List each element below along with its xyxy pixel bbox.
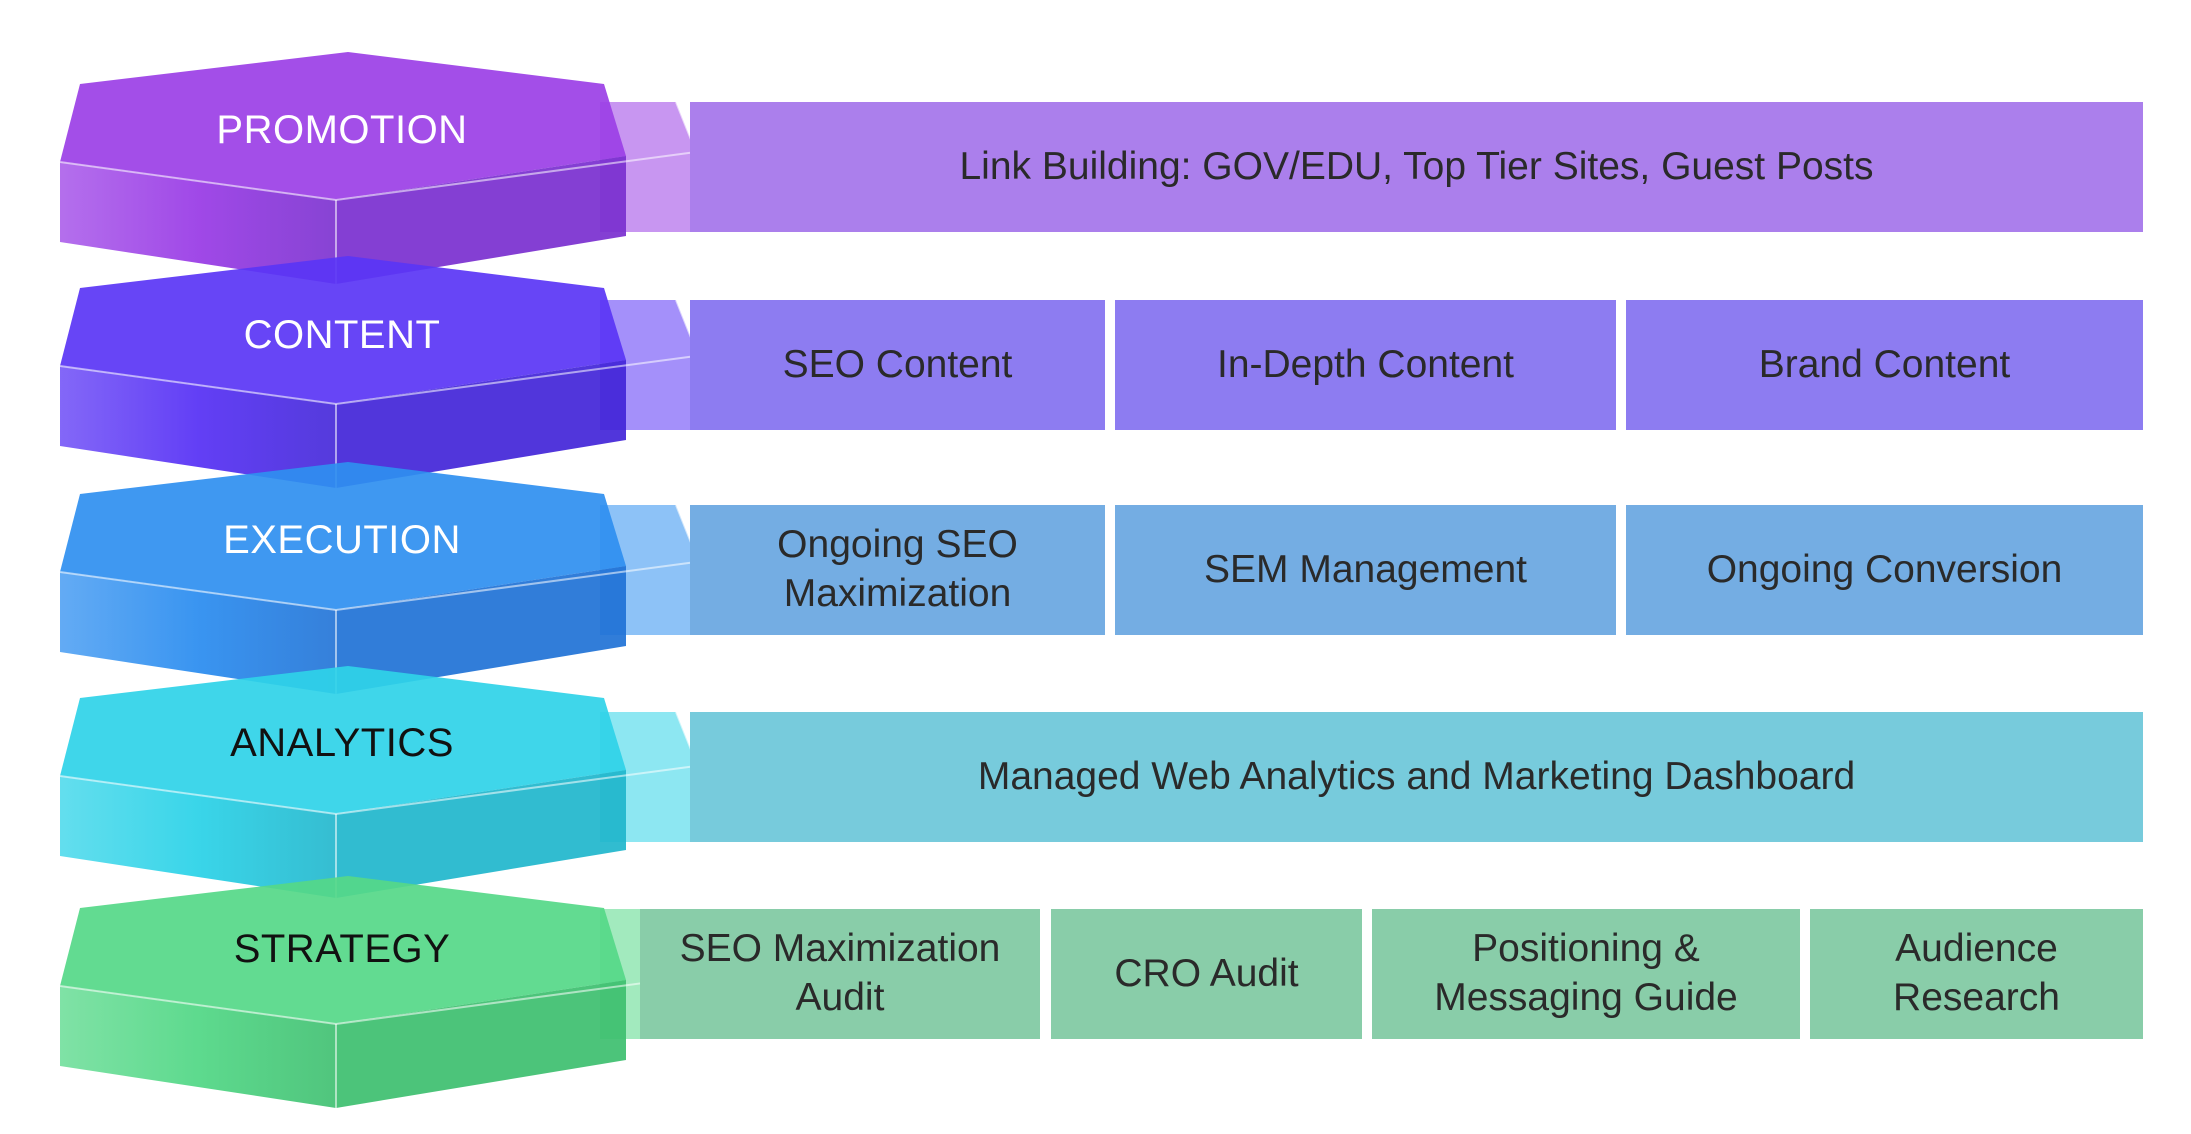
hexagon-front-left-execution [60,572,336,694]
hexagon-front-right-strategy [336,980,626,1108]
layer-label-content: CONTENT [243,313,441,357]
content-item-seo-content: SEO Content [690,300,1105,430]
hexagon-front-left-content [60,366,336,488]
analytics-item-web-analytics-dashboard: Managed Web Analytics and Marketing Dash… [690,712,2143,842]
hexagon-execution [59,462,697,694]
layer-label-analytics: ANALYTICS [230,721,454,765]
hexagon-top-face-strategy [60,876,626,1024]
hexagon-front-left-analytics [60,776,336,898]
strategy-item-audience-research: Audience Research [1810,909,2143,1039]
execution-item-sem-management: SEM Management [1115,505,1616,635]
promotion-item-link-building: Link Building: GOV/EDU, Top Tier Sites, … [690,102,2143,232]
hexagon-front-left-promotion [60,162,336,284]
hexagon-analytics [59,666,697,898]
hexagon-front-right-analytics [336,770,626,898]
content-item-brand-content: Brand Content [1626,300,2143,430]
layer-label-execution: EXECUTION [223,518,461,562]
content-item-in-depth-content: In-Depth Content [1115,300,1616,430]
strategy-item-positioning-messaging-guide: Positioning & Messaging Guide [1372,909,1800,1039]
hexagon-front-right-content [336,360,626,488]
hexagon-promotion [59,52,697,284]
hexagon-front-left-strategy [60,986,336,1108]
hexagon-top-face-analytics [60,666,626,814]
layer-label-promotion: PROMOTION [216,108,468,152]
hexagon-top-face-execution [60,462,626,610]
hexagon-top-face-content [60,256,626,404]
strategy-item-cro-audit: CRO Audit [1051,909,1362,1039]
hexagon-strategy [59,876,697,1108]
hexagon-top-face-promotion [60,52,626,200]
execution-item-ongoing-conversion: Ongoing Conversion [1626,505,2143,635]
strategy-item-seo-maximization-audit: SEO Maximization Audit [640,909,1040,1039]
hexagon-front-right-execution [336,566,626,694]
hexagon-front-right-promotion [336,156,626,284]
layer-label-strategy: STRATEGY [233,927,451,971]
execution-item-ongoing-seo-maximization: Ongoing SEO Maximization [690,505,1105,635]
hexagon-content [59,256,697,488]
